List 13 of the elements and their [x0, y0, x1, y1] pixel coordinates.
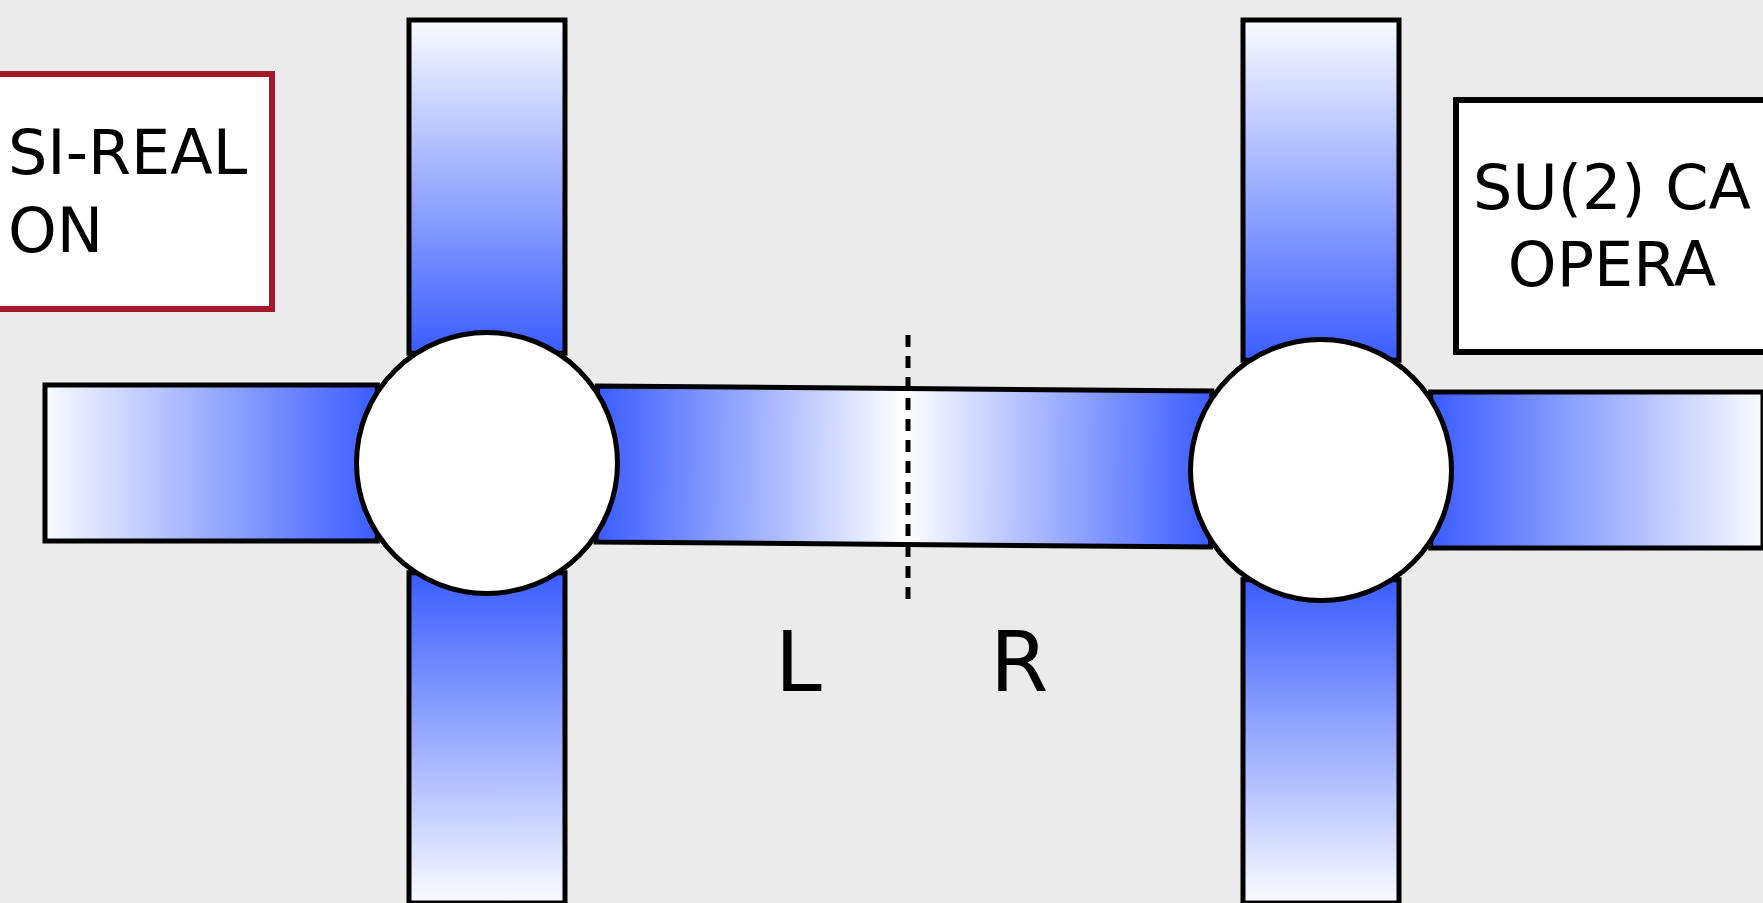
tube-connector — [406, 570, 568, 903]
tube-connector — [1240, 577, 1402, 903]
box-text: SI-REAL ON — [8, 115, 249, 269]
tube-connector — [42, 382, 380, 544]
side-label: L — [775, 620, 822, 704]
label-box — [1453, 97, 1763, 355]
tube-connector — [593, 383, 1215, 550]
tube-connector — [1240, 17, 1402, 363]
tube-connector — [406, 17, 568, 356]
box-text: SU(2) CA OPERA — [1472, 149, 1752, 303]
side-label: R — [990, 620, 1049, 704]
tube-connector — [1428, 389, 1763, 551]
label-box — [0, 71, 275, 312]
